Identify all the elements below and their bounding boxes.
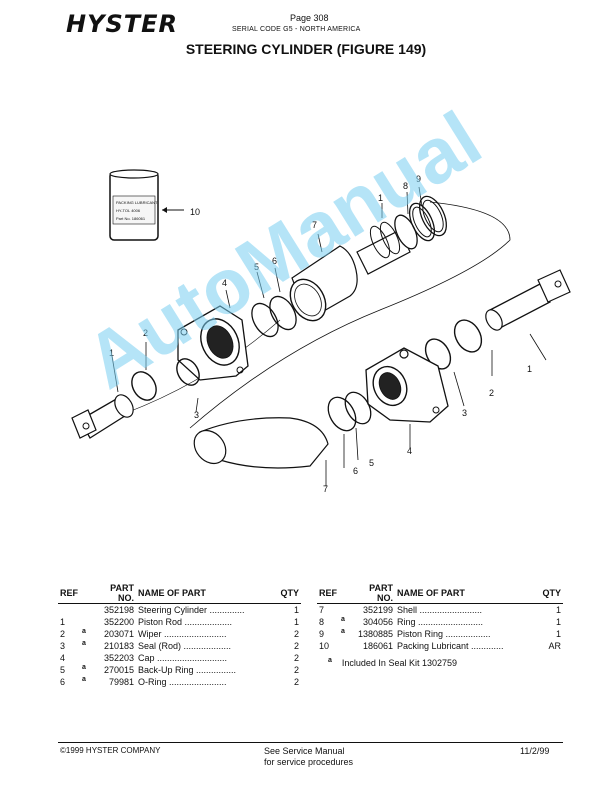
callout-5-lower: 5 xyxy=(369,458,374,468)
callout-6-upper: 6 xyxy=(272,256,277,266)
callout-4-right: 4 xyxy=(407,446,412,456)
footer-rule xyxy=(58,742,563,743)
hyster-logo: HYSTER xyxy=(66,10,178,38)
service-note-line1: See Service Manual xyxy=(264,746,345,756)
header-name: NAME OF PART xyxy=(136,583,274,604)
exploded-view-diagram: PACKING LUBRICANT HY-TOL 4006 Part No. 1… xyxy=(71,169,571,494)
header-ref: REF xyxy=(58,583,80,604)
shell-upper xyxy=(289,245,358,322)
can-label-2: HY-TOL 4006 xyxy=(116,208,141,213)
callout-6-lower: 6 xyxy=(353,466,358,476)
header-part-no: PART NO. xyxy=(92,583,136,604)
callout-3-left: 3 xyxy=(194,410,199,420)
callout-10: 10 xyxy=(190,207,200,217)
can-label-1: PACKING LUBRICANT xyxy=(116,200,158,205)
can-label-3: Part No. 186061 xyxy=(116,216,146,221)
callout-2-right: 2 xyxy=(489,388,494,398)
backup-ring-upper xyxy=(251,302,279,338)
callout-7-upper: 7 xyxy=(312,220,317,230)
header-name: NAME OF PART xyxy=(395,583,535,604)
callout-2-left: 2 xyxy=(143,328,148,338)
seal-left xyxy=(176,358,200,386)
piston-assembly xyxy=(356,195,447,275)
page-title: STEERING CYLINDER (FIGURE 149) xyxy=(185,41,427,57)
piston-rod-right xyxy=(485,269,571,331)
callout-7-lower: 7 xyxy=(323,484,328,494)
header-qty: QTY xyxy=(534,583,563,604)
page-number: Page 308 xyxy=(290,13,329,23)
callout-9: 9 xyxy=(416,174,421,184)
wiper-right xyxy=(453,319,483,353)
callout-8: 8 xyxy=(403,181,408,191)
seal-kit-footnote: a Included In Seal Kit 1302759 xyxy=(328,657,457,668)
serial-code: SERIAL CODE G5 - NORTH AMERICA xyxy=(232,26,361,33)
header-qty: QTY xyxy=(273,583,301,604)
callout-1-piston: 1 xyxy=(378,193,383,203)
backup-ring-lower xyxy=(344,391,372,425)
callout-3-right: 3 xyxy=(462,408,467,418)
footnote-text: Included In Seal Kit 1302759 xyxy=(341,658,457,668)
copyright: ©1999 HYSTER COMPANY xyxy=(60,746,161,755)
o-ring-upper xyxy=(269,295,297,331)
o-ring-lower xyxy=(327,396,357,432)
callout-1-left: 1 xyxy=(109,348,114,358)
wiper-left xyxy=(131,371,157,401)
footer-date: 11/2/99 xyxy=(520,746,550,756)
callout-1-right: 1 xyxy=(527,364,532,374)
cap-left xyxy=(177,305,249,381)
cap-right xyxy=(365,347,449,423)
callout-4-left: 4 xyxy=(222,278,227,288)
header-part-no: PART NO. xyxy=(351,583,395,604)
service-note-line2: for service procedures xyxy=(264,757,354,767)
footnote-marker: a xyxy=(328,657,332,664)
header-ref: REF xyxy=(317,583,339,604)
piston-rod-left xyxy=(71,394,134,439)
callout-5-upper: 5 xyxy=(254,262,259,272)
seal-right xyxy=(424,338,452,370)
lubricant-can: PACKING LUBRICANT HY-TOL 4006 Part No. 1… xyxy=(109,169,159,241)
shell-lower xyxy=(193,417,329,469)
